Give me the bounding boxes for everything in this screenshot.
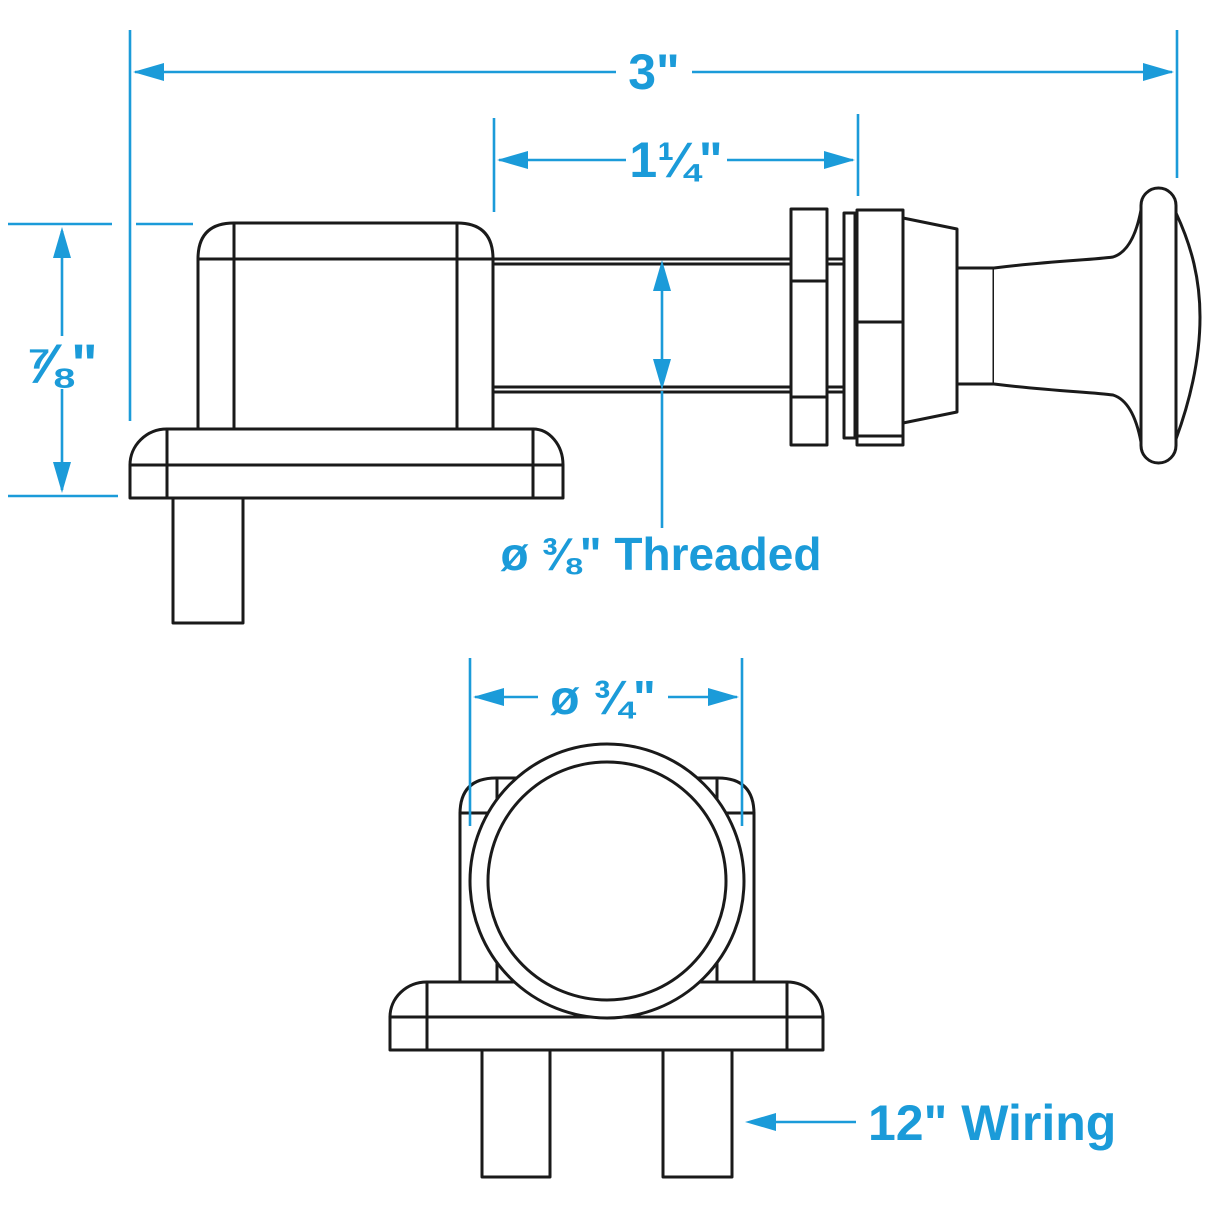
knob-inner-circle [486,760,728,1002]
dimension-shaft-length: 1¼" [492,114,860,212]
arrowhead-right [824,151,855,169]
washer-outer [789,207,829,447]
knob-face [1139,186,1178,465]
dim-shaft-length-label: 1¼" [629,132,722,188]
washer-thin [842,211,857,440]
arrowhead-up [53,227,71,258]
wire-right [661,1046,734,1179]
arrowhead-down [653,359,671,390]
wire-left [480,1046,552,1179]
dim-total-length-label: 3" [628,44,680,100]
arrowhead-up [653,260,671,291]
knob-outer-circle [468,742,746,1020]
knob-bell-fill [994,198,1158,456]
dim-thread-diameter-label: ø ⅜" Threaded [501,528,822,580]
front-view [388,742,825,1179]
dimension-thread-diameter: ø ⅜" Threaded [501,260,822,580]
arrowhead-left [745,1113,776,1131]
arrowhead-down [53,462,71,493]
dimension-knob-diameter: ø ¾" [468,658,744,826]
side-view [128,186,1202,625]
knob-face-bulge [1174,211,1202,441]
dim-knob-diameter-label: ø ¾" [550,672,655,725]
arrowhead-left [497,151,528,169]
wire-stub-side [171,490,245,625]
arrowhead-left [133,63,164,81]
knob-bell-top-curve [992,208,1143,270]
knob-stem [955,266,996,386]
arrowhead-right [1143,63,1174,81]
dimension-wiring-length: 12" Wiring [745,1095,1116,1151]
knob-bell-bottom-curve [992,382,1143,444]
mounting-nut [855,208,905,447]
switch-body-outline [196,221,495,431]
arrowhead-left [473,688,504,706]
arrowhead-right [708,688,739,706]
dim-body-height-label: ⅞" [24,332,97,395]
dimension-total-length: 3" [128,30,1179,421]
dim-wiring-length-label: 12" Wiring [868,1095,1116,1151]
bezel-cone [901,216,959,425]
dimension-body-height: ⅞" [8,222,193,498]
